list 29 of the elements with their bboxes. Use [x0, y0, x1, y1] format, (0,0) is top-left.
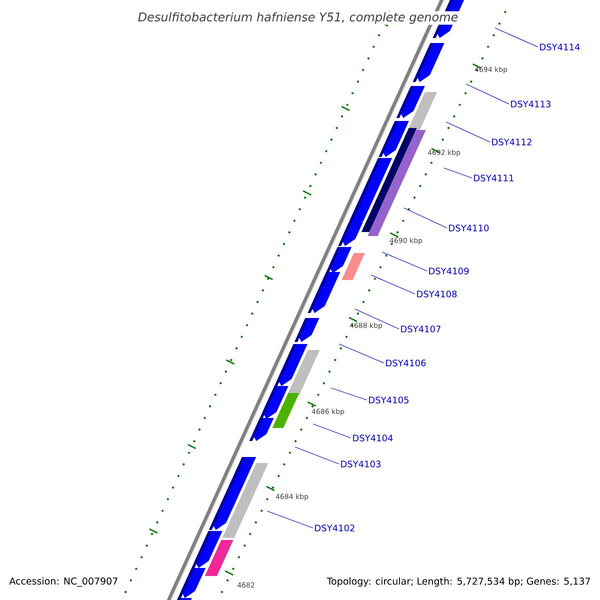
- leader-line: [354, 308, 400, 330]
- leader-line: [312, 424, 352, 438]
- leader-line: [466, 84, 510, 104]
- gene-label: DSY4112: [492, 138, 532, 146]
- gene-label: DSY4103: [341, 460, 381, 468]
- leader-line: [404, 208, 448, 228]
- gene-label: DSY4108: [417, 290, 457, 298]
- leader-line: [294, 446, 340, 464]
- gene-label: DSY4107: [401, 326, 440, 332]
- leader-line: [444, 168, 472, 178]
- gene-label: DSY4106: [386, 360, 426, 366]
- gene-label: DSY4105: [369, 396, 408, 404]
- leader-line: [266, 510, 314, 528]
- gene-label: DSY4114: [540, 44, 580, 50]
- gene-label: DSY4110: [449, 224, 489, 232]
- leader-line: [382, 252, 428, 272]
- gene-label: DSY4109: [429, 268, 469, 274]
- accession-text: Accession: NC_007907: [9, 577, 118, 587]
- gene-label: DSY4104: [353, 434, 393, 442]
- leader-line: [330, 388, 368, 400]
- leader-line: [338, 344, 384, 364]
- genome-info-text: Topology: circular; Length: 5,727,534 bp; Genes: 5,137: [326, 576, 592, 588]
- leader-line: [494, 28, 538, 48]
- title: Desulfitobacterium hafniense Y51, complete genome: [136, 11, 460, 25]
- gene-label: DSY4111: [474, 174, 514, 182]
- leader-line: [370, 274, 416, 294]
- gene-label: DSY4102: [315, 524, 354, 532]
- leader-line: [446, 122, 490, 142]
- gene-label: DSY4113: [511, 100, 551, 108]
